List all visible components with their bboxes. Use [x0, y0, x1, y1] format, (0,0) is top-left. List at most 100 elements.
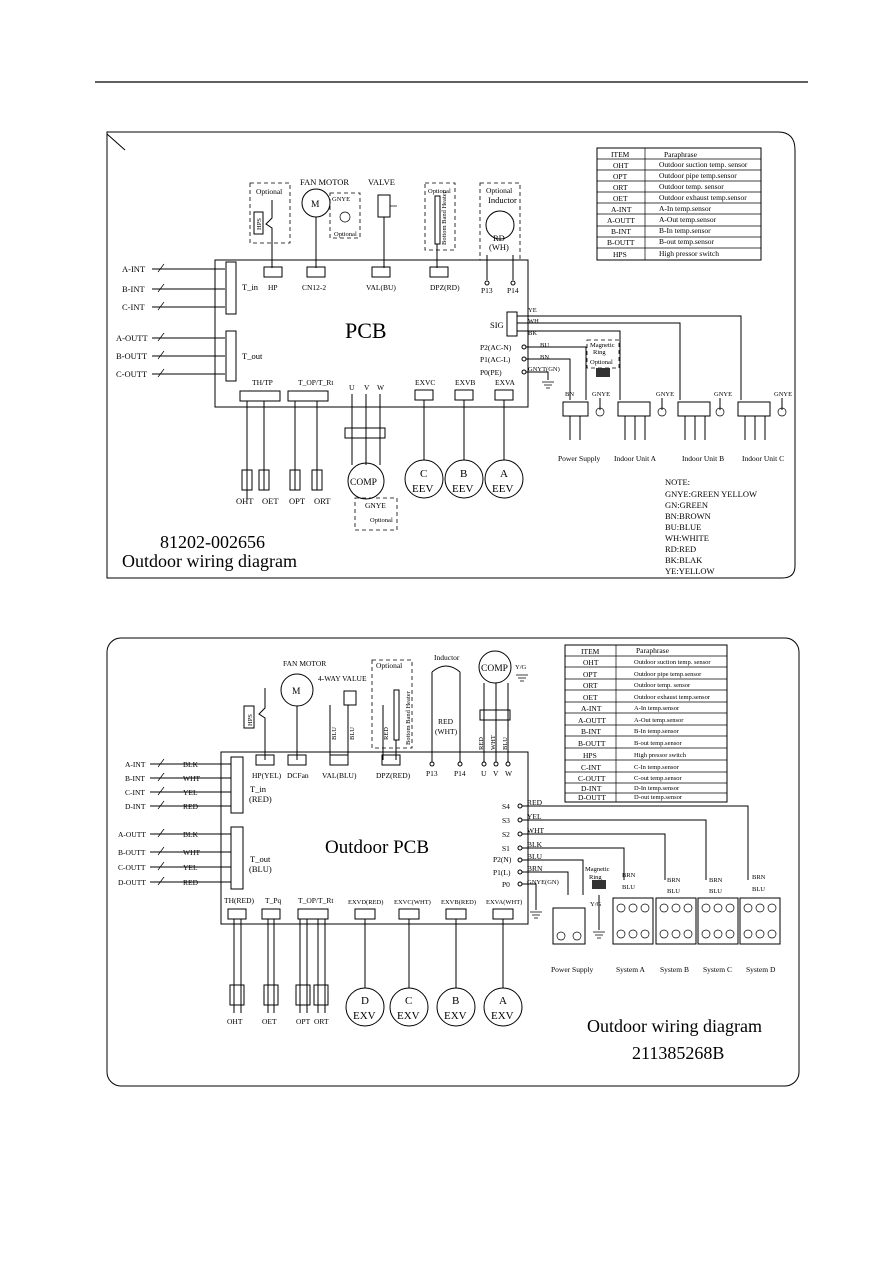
- svg-text:EXVB(RED): EXVB(RED): [441, 899, 476, 906]
- svg-text:YE: YE: [528, 307, 537, 314]
- svg-text:TH/TP: TH/TP: [252, 378, 273, 387]
- svg-text:U: U: [481, 769, 487, 778]
- svg-text:GNYT(GN): GNYT(GN): [528, 366, 560, 373]
- svg-text:A-OUTT: A-OUTT: [116, 333, 148, 343]
- svg-text:A-INT: A-INT: [122, 264, 146, 274]
- svg-text:OET: OET: [262, 496, 279, 506]
- svg-text:High pressor switch: High pressor switch: [634, 752, 687, 759]
- svg-text:BLU: BLU: [622, 884, 635, 891]
- svg-text:GNYE: GNYE: [332, 196, 350, 203]
- svg-text:A: A: [500, 468, 508, 480]
- notes-1: NOTE: GNYE:GREEN YELLOW GN:GREEN BN:BROW…: [665, 477, 757, 576]
- svg-text:OPT: OPT: [289, 496, 306, 506]
- svg-text:WH: WH: [528, 318, 539, 325]
- svg-text:BRN: BRN: [709, 877, 723, 884]
- svg-text:DPZ(RD): DPZ(RD): [430, 283, 460, 292]
- svg-text:C-OUTT: C-OUTT: [118, 863, 146, 872]
- svg-text:YE:YELLOW: YE:YELLOW: [665, 566, 715, 576]
- svg-text:T_OP/T_Rt: T_OP/T_Rt: [298, 378, 334, 387]
- svg-text:M: M: [311, 200, 320, 210]
- svg-text:C-OUTT: C-OUTT: [116, 369, 148, 379]
- svg-text:EXVD(RED): EXVD(RED): [348, 899, 383, 906]
- svg-text:HP: HP: [268, 283, 278, 292]
- svg-text:C: C: [420, 468, 427, 480]
- top-connectors-1: HP CN12-2 VAL(BU) DPZ(RD) P13 P14: [263, 266, 519, 295]
- svg-text:T_Pq: T_Pq: [265, 896, 282, 905]
- svg-text:A-Out temp.sensor: A-Out temp.sensor: [634, 717, 684, 724]
- svg-text:A-OUTT: A-OUTT: [118, 830, 146, 839]
- svg-text:P2(AC-N): P2(AC-N): [480, 343, 512, 352]
- svg-text:High pressor switch: High pressor switch: [659, 249, 719, 258]
- svg-text:NOTE:: NOTE:: [665, 477, 690, 487]
- svg-text:WHT: WHT: [527, 826, 544, 835]
- svg-text:W: W: [377, 383, 385, 392]
- svg-text:(WHT): (WHT): [435, 727, 458, 736]
- svg-text:System A: System A: [616, 965, 646, 974]
- svg-text:FAN MOTOR: FAN MOTOR: [283, 659, 326, 668]
- svg-text:WH:WHITE: WH:WHITE: [665, 533, 709, 543]
- svg-text:EXV: EXV: [397, 1010, 420, 1022]
- svg-text:BN: BN: [565, 391, 574, 398]
- svg-text:Inductor: Inductor: [488, 195, 517, 205]
- pcb-2: [220, 751, 529, 925]
- svg-text:A-OUTT: A-OUTT: [607, 216, 635, 225]
- svg-text:Inductor: Inductor: [434, 653, 460, 662]
- svg-text:Y/G: Y/G: [590, 901, 602, 908]
- svg-text:P0(PE): P0(PE): [480, 368, 502, 377]
- svg-text:BRN: BRN: [752, 874, 766, 881]
- svg-text:T_in: T_in: [250, 784, 267, 794]
- svg-text:P2(N): P2(N): [493, 855, 512, 864]
- svg-text:B: B: [452, 995, 459, 1007]
- svg-text:B-INT: B-INT: [611, 227, 631, 236]
- svg-text:GNYE:GREEN YELLOW: GNYE:GREEN YELLOW: [665, 489, 757, 499]
- svg-text:D-INT: D-INT: [581, 784, 602, 793]
- compressor-1-icon: [347, 462, 385, 500]
- svg-text:P14: P14: [454, 769, 466, 778]
- diagram-1-code: 81202-002656: [160, 532, 265, 552]
- svg-text:ORT: ORT: [314, 1017, 329, 1026]
- svg-text:TH(RED): TH(RED): [224, 896, 254, 905]
- svg-text:System C: System C: [703, 965, 732, 974]
- svg-text:Power Supply: Power Supply: [551, 965, 594, 974]
- svg-text:OET: OET: [262, 1017, 277, 1026]
- svg-text:RED: RED: [527, 798, 543, 807]
- svg-text:Optional: Optional: [486, 186, 512, 195]
- svg-text:OHT: OHT: [613, 161, 629, 170]
- svg-text:RD:RED: RD:RED: [665, 544, 696, 554]
- svg-text:SIG: SIG: [490, 320, 504, 330]
- svg-text:Paraphrase: Paraphrase: [664, 150, 698, 159]
- svg-text:COMP: COMP: [350, 478, 377, 488]
- svg-text:Outdoor suction temp. sensor: Outdoor suction temp. sensor: [634, 659, 711, 666]
- svg-text:Optional: Optional: [370, 517, 393, 524]
- svg-text:Optional: Optional: [376, 661, 402, 670]
- svg-text:B-INT: B-INT: [122, 284, 145, 294]
- eev-1: EXVC EXVB EXVA C B A EEV EEV EEV: [404, 378, 524, 499]
- svg-text:BLU: BLU: [349, 727, 356, 740]
- svg-text:A-INT: A-INT: [611, 205, 632, 214]
- svg-text:Outdoor pipe temp.sensor: Outdoor pipe temp.sensor: [659, 171, 737, 180]
- heater-2-icon: [393, 689, 400, 741]
- svg-text:BLK: BLK: [527, 840, 543, 849]
- svg-text:Outdoor suction temp. sensor: Outdoor suction temp. sensor: [659, 160, 748, 169]
- svg-text:HPS: HPS: [613, 250, 627, 259]
- valve-coil-icon: [377, 194, 391, 218]
- svg-text:GNYE(GN): GNYE(GN): [527, 879, 559, 886]
- svg-text:C-OUTT: C-OUTT: [578, 774, 606, 783]
- svg-text:BN: BN: [540, 354, 549, 361]
- svg-text:Y/G: Y/G: [515, 664, 527, 671]
- svg-text:P1(AC-L): P1(AC-L): [480, 355, 511, 364]
- svg-text:B-In temp.sensor: B-In temp.sensor: [659, 226, 711, 235]
- svg-text:System B: System B: [660, 965, 689, 974]
- svg-text:Optional: Optional: [256, 187, 282, 196]
- svg-text:C-INT: C-INT: [125, 788, 145, 797]
- svg-text:BU:BLUE: BU:BLUE: [665, 522, 701, 532]
- svg-text:U: U: [349, 383, 355, 392]
- svg-text:A-Out temp.sensor: A-Out temp.sensor: [659, 215, 717, 224]
- svg-text:P0: P0: [502, 880, 510, 889]
- svg-text:Bottom Band Heater: Bottom Band Heater: [405, 690, 412, 745]
- svg-text:T_out: T_out: [242, 351, 263, 361]
- svg-text:BRN: BRN: [622, 872, 636, 879]
